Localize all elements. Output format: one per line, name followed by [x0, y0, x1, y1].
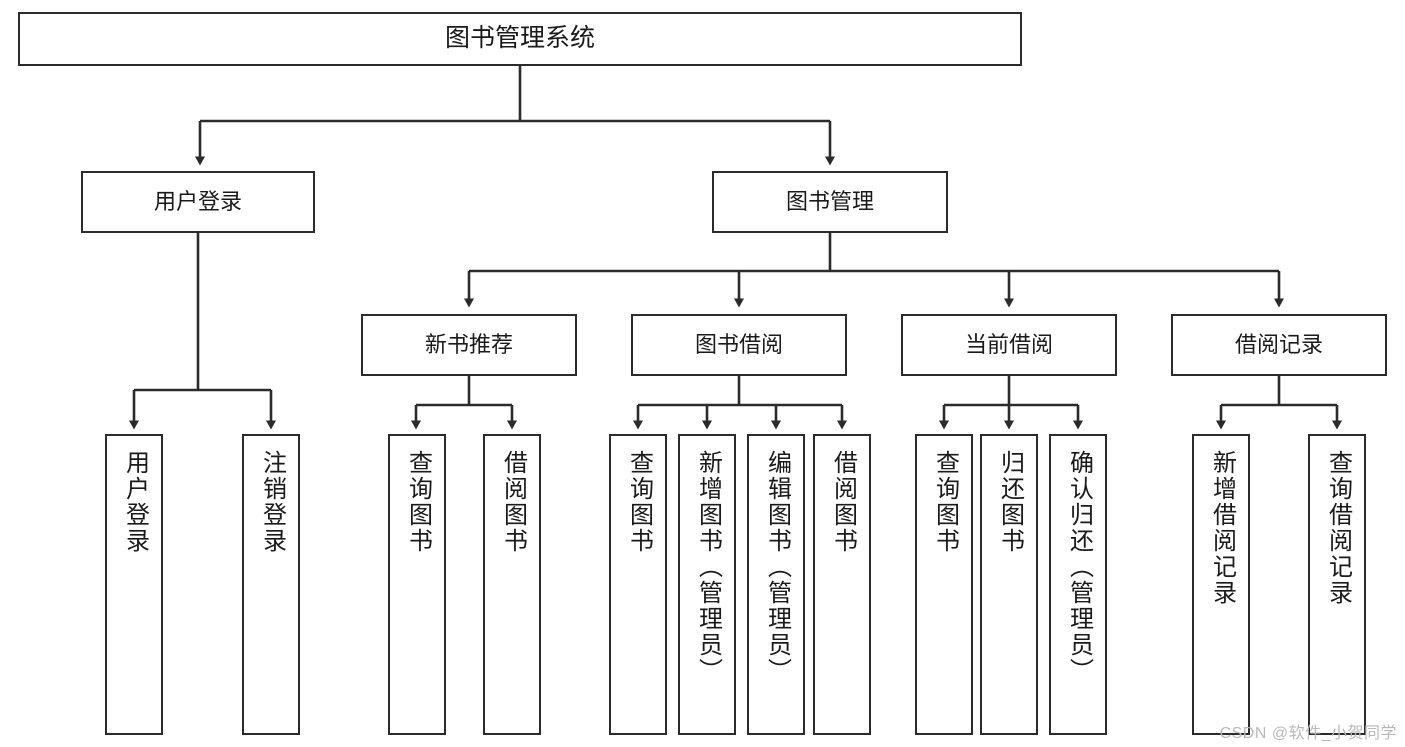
leaf-borrow-book-1[interactable]: 借阅图书: [483, 434, 541, 735]
node-new-book-recommend-label: 新书推荐: [424, 332, 513, 358]
leaf-edit-book[interactable]: 编辑图书（管理员）: [747, 434, 805, 735]
leaf-confirm-return-label: 确认归还（管理员）: [1065, 450, 1093, 684]
leaf-logout-login[interactable]: 注销登录: [242, 434, 300, 735]
node-current-borrow-label: 当前借阅: [964, 332, 1053, 358]
leaf-borrow-book-1-label: 借阅图书: [499, 450, 527, 554]
leaf-logout-login-label: 注销登录: [258, 450, 286, 554]
leaf-edit-book-label: 编辑图书（管理员）: [763, 450, 791, 684]
leaf-query-book-2-label: 查询图书: [625, 450, 653, 554]
node-borrow-record-label: 借阅记录: [1234, 332, 1323, 358]
node-book-manage-label: 图书管理: [785, 189, 874, 215]
node-book-borrow[interactable]: 图书借阅: [631, 314, 847, 376]
leaf-query-book-1-label: 查询图书: [404, 450, 432, 554]
leaf-return-book[interactable]: 归还图书: [980, 434, 1038, 735]
node-user-login-label: 用户登录: [153, 189, 242, 215]
leaf-borrow-book-2-label: 借阅图书: [829, 450, 857, 554]
leaf-query-record-label: 查询借阅记录: [1324, 450, 1352, 606]
node-root[interactable]: 图书管理系统: [18, 12, 1022, 66]
leaf-add-record[interactable]: 新增借阅记录: [1192, 434, 1250, 735]
leaf-query-book-2[interactable]: 查询图书: [609, 434, 667, 735]
node-book-manage[interactable]: 图书管理: [712, 171, 948, 233]
csdn-watermark: CSDN @软件_小贺同学: [1219, 725, 1397, 742]
node-book-borrow-label: 图书借阅: [694, 332, 783, 358]
node-root-label: 图书管理系统: [444, 24, 595, 53]
leaf-return-book-label: 归还图书: [996, 450, 1024, 554]
leaf-confirm-return[interactable]: 确认归还（管理员）: [1049, 434, 1107, 735]
node-current-borrow[interactable]: 当前借阅: [901, 314, 1117, 376]
node-user-login[interactable]: 用户登录: [81, 171, 315, 233]
leaf-query-book-1[interactable]: 查询图书: [388, 434, 446, 735]
node-borrow-record[interactable]: 借阅记录: [1171, 314, 1387, 376]
leaf-query-record[interactable]: 查询借阅记录: [1308, 434, 1366, 735]
leaf-add-record-label: 新增借阅记录: [1208, 450, 1236, 606]
leaf-query-book-3-label: 查询图书: [931, 450, 959, 554]
leaf-add-book[interactable]: 新增图书（管理员）: [678, 434, 736, 735]
leaf-user-login-label: 用户登录: [121, 450, 149, 554]
leaf-query-book-3[interactable]: 查询图书: [915, 434, 973, 735]
leaf-add-book-label: 新增图书（管理员）: [694, 450, 722, 684]
leaf-user-login[interactable]: 用户登录: [105, 434, 163, 735]
node-new-book-recommend[interactable]: 新书推荐: [361, 314, 577, 376]
leaf-borrow-book-2[interactable]: 借阅图书: [813, 434, 871, 735]
